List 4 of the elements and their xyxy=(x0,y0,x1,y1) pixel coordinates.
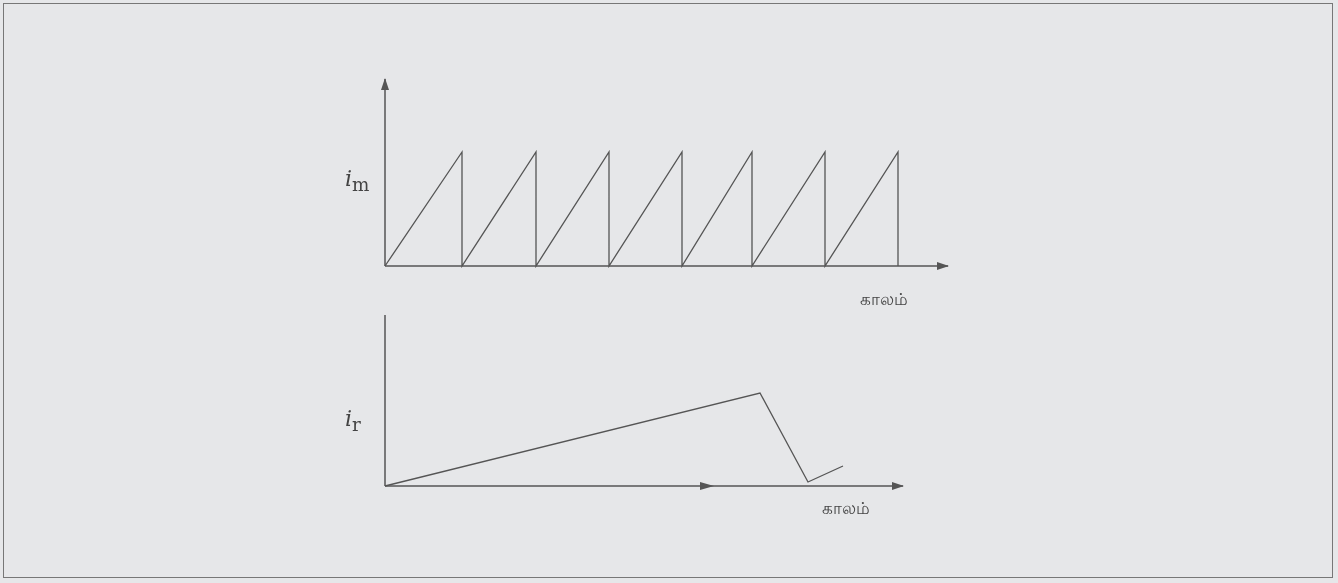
axis-label: காலம் xyxy=(822,500,870,517)
axis-label: i$_{r}$ xyxy=(345,408,361,435)
axis-label: காலம் xyxy=(860,291,908,308)
axis-label: i$_{m}$ xyxy=(345,168,370,195)
